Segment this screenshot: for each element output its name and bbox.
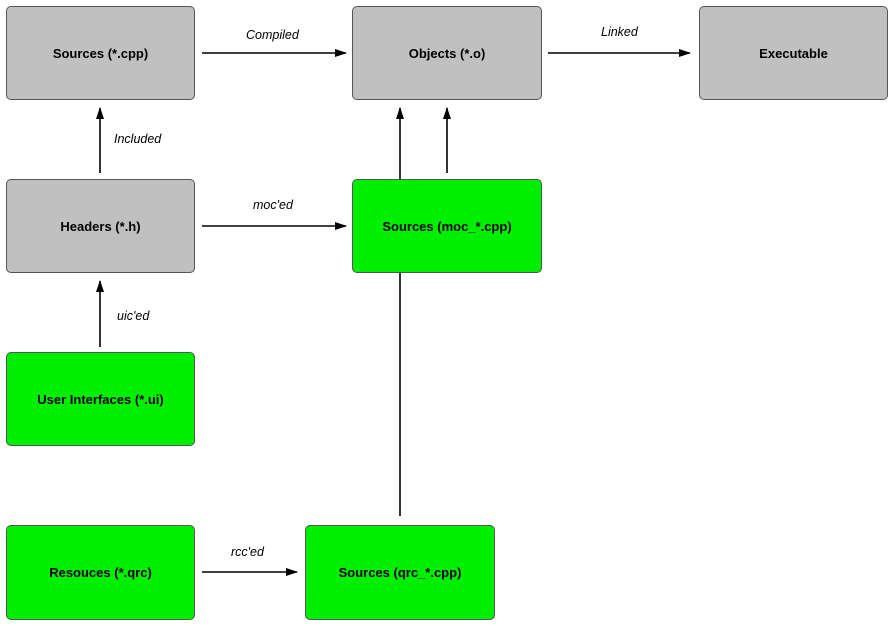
edge-label-linked: Linked <box>601 25 638 39</box>
node-resources-qrc-label: Resouces (*.qrc) <box>49 565 152 580</box>
edge-label-rcced: rcc'ed <box>231 545 264 559</box>
node-user-interfaces-label: User Interfaces (*.ui) <box>37 391 164 407</box>
node-executable: Executable <box>699 6 888 100</box>
node-objects: Objects (*.o) <box>352 6 542 100</box>
node-sources-qrc-label: Sources (qrc_*.cpp) <box>338 565 462 580</box>
edge-label-included: Included <box>114 132 162 146</box>
node-resources-qrc: Resouces (*.qrc) <box>6 525 195 620</box>
node-objects-label: Objects (*.o) <box>408 45 486 61</box>
edge-label-mocced: moc'ed <box>253 198 293 212</box>
edge-label-uiced: uic'ed <box>117 309 150 323</box>
node-sources-moc-label: Sources (moc_*.cpp) <box>382 218 512 234</box>
node-executable-label: Executable <box>759 45 828 61</box>
node-sources-cpp: Sources (*.cpp) <box>6 6 195 100</box>
node-user-interfaces: User Interfaces (*.ui) <box>6 352 195 446</box>
node-headers-label: Headers (*.h) <box>60 218 141 234</box>
node-sources-moc: Sources (moc_*.cpp) <box>352 179 542 273</box>
node-sources-cpp-label: Sources (*.cpp) <box>52 45 149 61</box>
node-headers: Headers (*.h) <box>6 179 195 273</box>
node-sources-qrc: Sources (qrc_*.cpp) <box>305 525 495 620</box>
edge-label-compiled: Compiled <box>246 28 299 42</box>
